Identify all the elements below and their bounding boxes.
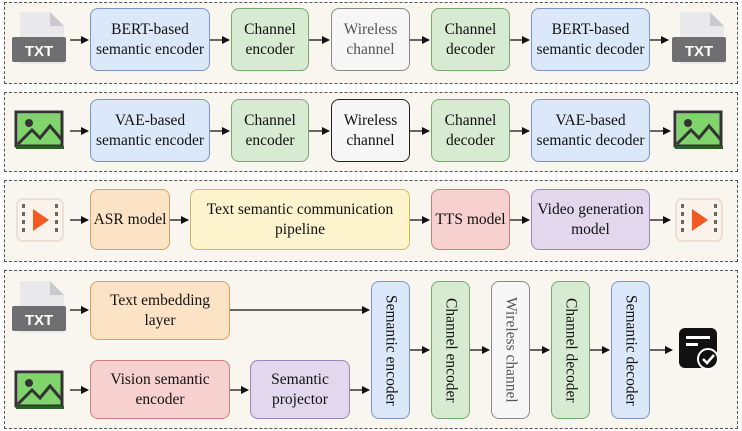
txt-file-icon: TXT bbox=[12, 12, 66, 64]
semantic-decoder: Semantic decoder bbox=[611, 281, 650, 419]
txt-badge: TXT bbox=[25, 312, 53, 329]
vae-semantic-decoder: VAE-based semantic decoder bbox=[531, 99, 650, 162]
txt-badge: TXT bbox=[685, 43, 713, 60]
channel-decoder: Channel decoder bbox=[551, 281, 590, 419]
channel-encoder: Channel encoder bbox=[231, 99, 309, 162]
asr-model: ASR model bbox=[90, 189, 170, 250]
image-icon bbox=[14, 370, 64, 409]
txt-badge: TXT bbox=[25, 43, 53, 60]
tts-model: TTS model bbox=[431, 189, 510, 250]
task-result-icon bbox=[679, 328, 719, 370]
channel-decoder: Channel decoder bbox=[431, 8, 510, 71]
channel-encoder: Channel encoder bbox=[431, 281, 470, 419]
video-icon bbox=[16, 198, 64, 242]
channel-decoder: Channel decoder bbox=[431, 99, 510, 162]
vision-semantic-encoder: Vision semantic encoder bbox=[90, 360, 230, 419]
text-embedding-layer: Text embedding layer bbox=[90, 281, 230, 340]
semantic-projector: Semantic projector bbox=[250, 360, 350, 419]
txt-file-icon: TXT bbox=[12, 281, 66, 333]
wireless-channel: Wireless channel bbox=[491, 281, 530, 419]
wireless-channel: Wireless channel bbox=[331, 8, 410, 71]
semantic-encoder: Semantic encoder bbox=[371, 281, 410, 419]
video-generation-model: Video generation model bbox=[531, 189, 650, 250]
vae-semantic-encoder: VAE-based semantic encoder bbox=[90, 99, 210, 162]
image-icon bbox=[673, 110, 723, 149]
txt-file-icon: TXT bbox=[672, 12, 726, 64]
image-icon bbox=[14, 110, 64, 149]
text-semantic-pipeline: Text semantic communication pipeline bbox=[190, 189, 410, 250]
channel-encoder: Channel encoder bbox=[231, 8, 309, 71]
video-icon bbox=[675, 198, 723, 242]
bert-semantic-encoder: BERT-based semantic encoder bbox=[90, 8, 210, 71]
bert-semantic-decoder: BERT-based semantic decoder bbox=[531, 8, 650, 71]
wireless-channel: Wireless channel bbox=[331, 99, 410, 162]
